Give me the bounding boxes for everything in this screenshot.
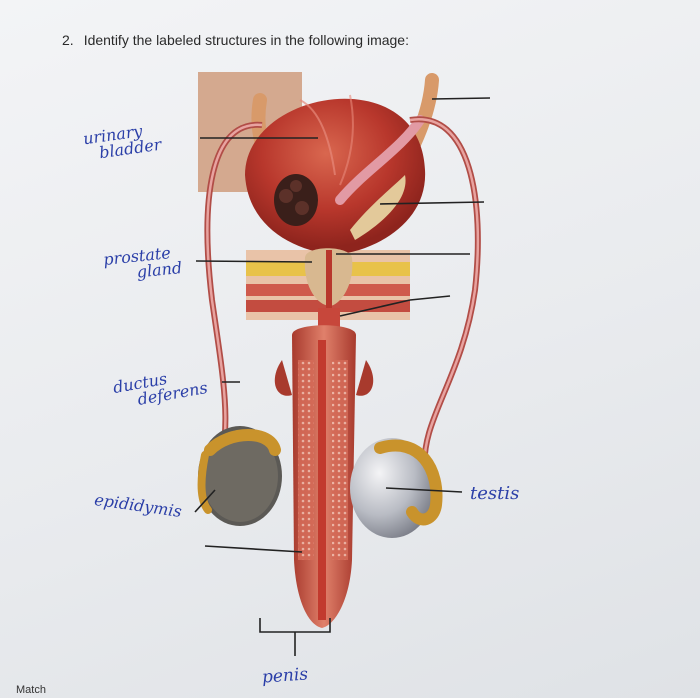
question-number: 2. (62, 32, 74, 48)
leader-ureter (431, 97, 491, 100)
seminal-vesicle-left (274, 174, 318, 226)
label-testis-text: testis (470, 483, 520, 504)
label-penis: penis (261, 664, 309, 688)
label-testis: testis (470, 483, 520, 504)
leader-epididymis (194, 489, 216, 513)
label-penis-text: penis (261, 664, 309, 688)
leader-testis (385, 487, 463, 493)
leader-prostate (195, 260, 313, 263)
leader-urethra (204, 545, 303, 553)
label-prostate-gland-line2: gland (135, 257, 184, 282)
corpus-cavernosum-right (332, 360, 348, 560)
question-prompt: 2. Identify the labeled structures in the… (62, 32, 409, 48)
epididymis-left (204, 429, 281, 456)
seminal-vesicle-right (350, 175, 406, 240)
page-footer-cutoff: Match (0, 684, 46, 696)
footer-text: Match (16, 684, 46, 696)
epididymis-right (374, 439, 443, 526)
label-prostate-gland: prostate gland (102, 243, 184, 284)
leader-bulbourethral (339, 299, 411, 317)
question-text: Identify the labeled structures in the f… (83, 32, 409, 48)
corpus-cavernosum-left (298, 360, 314, 560)
leader-seminal-vesicle (379, 201, 485, 205)
